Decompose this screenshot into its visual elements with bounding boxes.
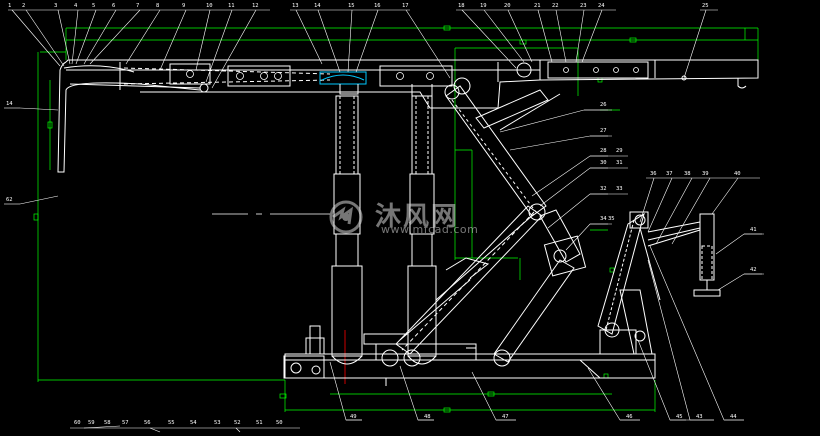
- callout-number: 54: [190, 420, 197, 426]
- callout-number: 36: [650, 171, 657, 177]
- callout-number: 60: [74, 420, 81, 426]
- callout-number: 31: [616, 160, 623, 166]
- callout-number: 18: [458, 3, 465, 9]
- base-frame: [283, 325, 656, 386]
- callout-number: 39: [702, 171, 709, 177]
- callout-number: 22: [552, 3, 559, 9]
- callout-number: 55: [168, 420, 175, 426]
- leader-lines: [4, 9, 764, 433]
- callout-number: 30: [600, 160, 607, 166]
- callout-number: 49: [350, 414, 357, 420]
- callout-number: 13: [292, 3, 299, 9]
- callout-number: 50: [276, 420, 283, 426]
- callout-number: 23: [580, 3, 587, 9]
- boom-assembly: [57, 59, 759, 173]
- callout-number: 34: [600, 216, 607, 222]
- plate-holes: [186, 67, 639, 80]
- callout-number: 11: [228, 3, 235, 9]
- hydraulic-columns: [331, 95, 437, 365]
- callout-number: 1: [8, 3, 11, 9]
- callout-number: 51: [256, 420, 263, 426]
- callout-number: 32: [600, 186, 607, 192]
- callout-number: 14: [314, 3, 321, 9]
- callout-number: 25: [702, 3, 709, 9]
- callout-number: 29: [616, 148, 623, 154]
- linkage-arms: [395, 84, 587, 367]
- callout-number: 4: [74, 3, 78, 9]
- callout-number: 2: [22, 3, 25, 9]
- callout-number: 59: [88, 420, 95, 426]
- callout-number: 47: [502, 414, 509, 420]
- secondary-arm: [597, 211, 721, 355]
- callout-number: 62: [6, 197, 13, 203]
- callout-number: 17: [402, 3, 409, 9]
- callout-number: 21: [534, 3, 541, 9]
- callout-number: 52: [234, 420, 241, 426]
- callout-number: 16: [374, 3, 381, 9]
- callout-number: 48: [424, 414, 431, 420]
- callout-number: 42: [750, 267, 757, 273]
- callout-number: 8: [156, 3, 159, 9]
- callout-number: 53: [214, 420, 221, 426]
- dimension-lines: [33, 25, 759, 413]
- callout-number: 7: [136, 3, 139, 9]
- callout-number: 14: [6, 101, 13, 107]
- callout-number: 43: [696, 414, 703, 420]
- callout-number: 10: [206, 3, 213, 9]
- callout-number: 33: [616, 186, 623, 192]
- callout-number: 24: [598, 3, 605, 9]
- callout-number: 5: [92, 3, 95, 9]
- callout-number: 38: [684, 171, 691, 177]
- callout-number: 41: [750, 227, 757, 233]
- callout-number: 9: [182, 3, 185, 9]
- callout-number: 37: [666, 171, 673, 177]
- callout-number: 26: [600, 102, 607, 108]
- callout-number: 15: [348, 3, 355, 9]
- callout-number: 58: [104, 420, 111, 426]
- callout-number: 20: [504, 3, 511, 9]
- callout-number: 40: [734, 171, 741, 177]
- callout-number: 57: [122, 420, 129, 426]
- callout-number: 19: [480, 3, 487, 9]
- callout-number: 12: [252, 3, 259, 9]
- callout-number: 56: [144, 420, 151, 426]
- callout-number: 35: [608, 216, 615, 222]
- callout-number: 45: [676, 414, 683, 420]
- callout-number: 28: [600, 148, 607, 154]
- callout-number: 44: [730, 414, 737, 420]
- callout-number: 27: [600, 128, 607, 134]
- callout-number: 3: [54, 3, 57, 9]
- callout-number: 6: [112, 3, 115, 9]
- callout-number: 46: [626, 414, 633, 420]
